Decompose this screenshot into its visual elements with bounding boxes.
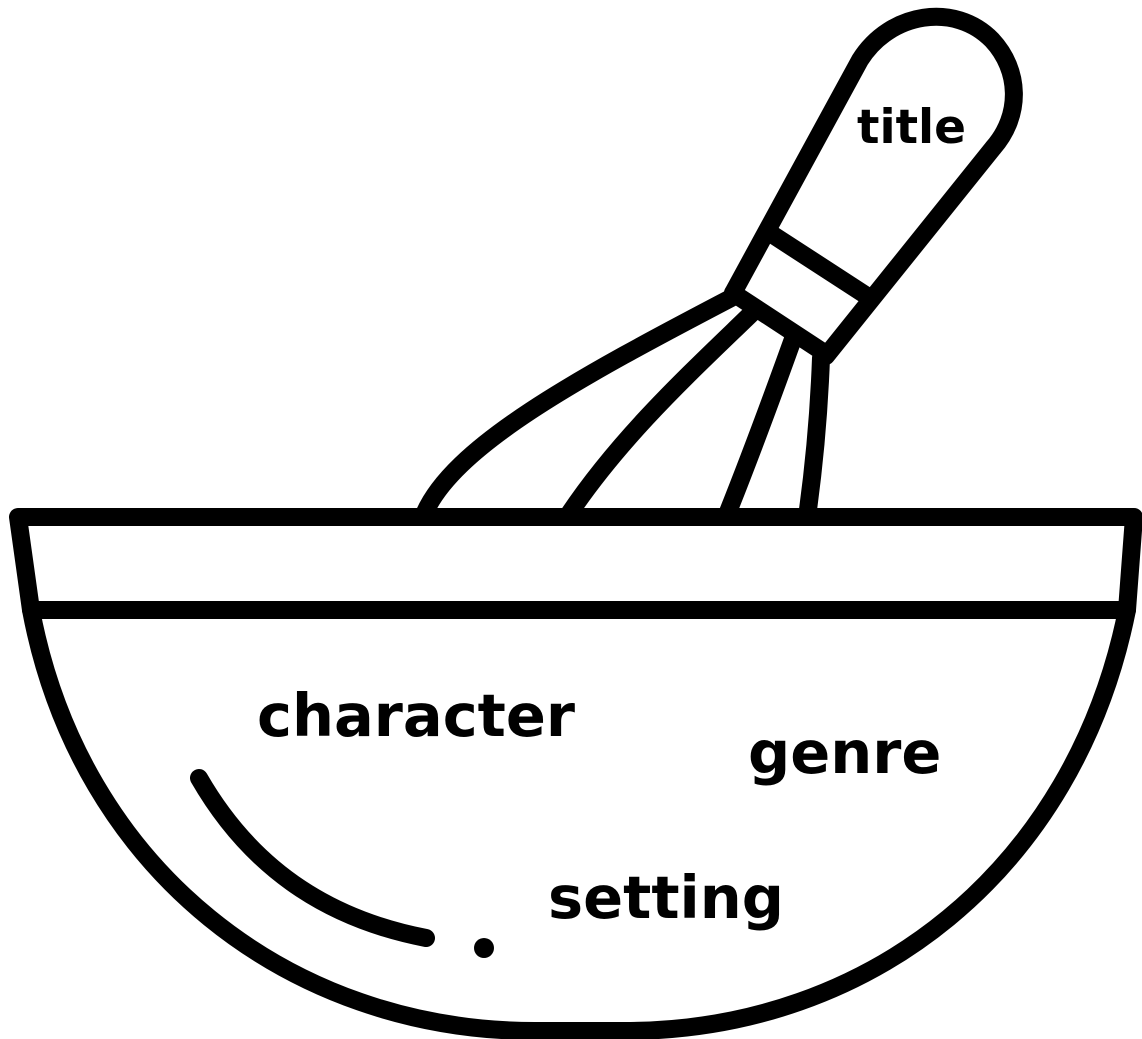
- bowl-body: [31, 610, 1127, 1031]
- bowl-highlight: [199, 778, 426, 938]
- label-genre: genre: [748, 718, 941, 787]
- mixing-bowl: [18, 517, 1134, 1031]
- label-setting: setting: [548, 863, 784, 932]
- bowl-rim: [18, 517, 1134, 610]
- whisk-collar-upper: [770, 233, 867, 296]
- whisk-wire-1: [423, 297, 733, 517]
- whisk-wire-3: [726, 339, 793, 517]
- label-title: title: [857, 100, 966, 155]
- whisk: [423, 17, 1014, 517]
- bowl-highlight-dot: [474, 938, 494, 958]
- whisk-handle: [733, 17, 1014, 356]
- whisk-wire-4: [807, 358, 821, 517]
- label-character: character: [257, 681, 575, 750]
